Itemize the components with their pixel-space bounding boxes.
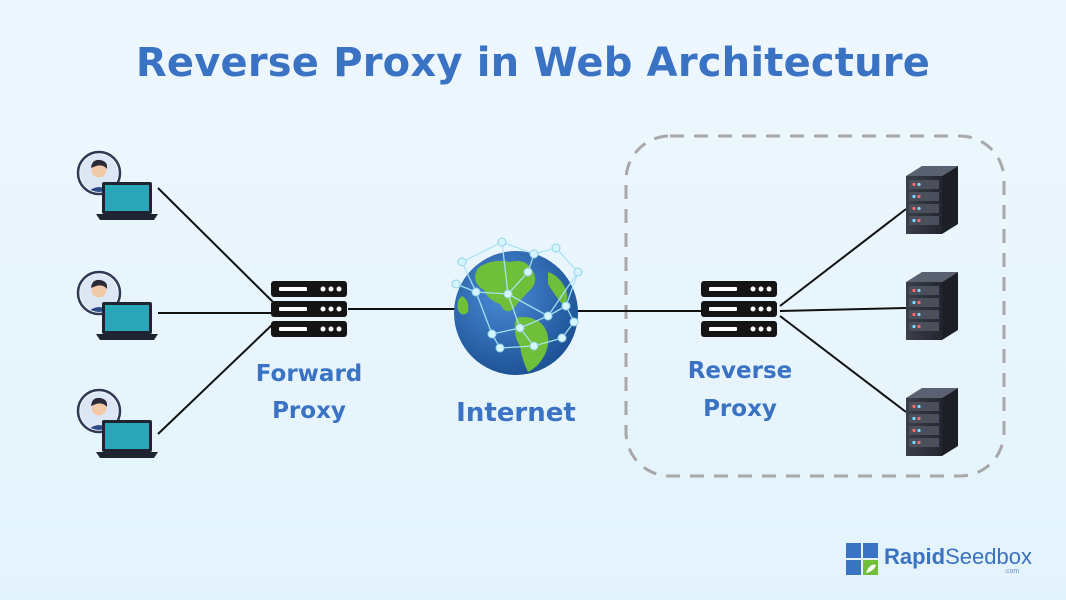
connection-lines xyxy=(157,187,907,435)
brand-logo-text: RapidSeedbox xyxy=(884,544,1032,570)
client-2 xyxy=(76,270,158,340)
forward-proxy-label-line2: Proxy xyxy=(272,398,346,424)
line-reverse-server2 xyxy=(779,307,907,312)
laptop-icon xyxy=(96,182,158,220)
brand-word-b: Seedbox xyxy=(945,544,1032,569)
reverse-proxy-zone xyxy=(624,134,1006,478)
client-3 xyxy=(76,388,158,458)
diagram-title: Reverse Proxy in Web Architecture xyxy=(135,40,931,86)
forward-proxy-server-stack-icon xyxy=(271,281,347,337)
reverse-proxy-label-line1: Reverse xyxy=(688,358,793,384)
line-client3-forward xyxy=(157,323,274,435)
backend-server-3-rack-icon xyxy=(906,388,958,456)
backend-server-1-rack-icon xyxy=(906,166,958,234)
globe-network-icon xyxy=(451,237,583,375)
line-reverse-server1 xyxy=(779,208,907,307)
line-reverse-server3 xyxy=(779,315,907,413)
brand-suffix: .com xyxy=(1004,568,1020,575)
laptop-icon xyxy=(96,420,158,458)
brand-word-a: Rapid xyxy=(884,544,946,569)
internet-label: Internet xyxy=(456,398,576,428)
rapidseedbox-logo-icon xyxy=(846,543,878,575)
reverse-proxy-server-stack-icon xyxy=(701,281,777,337)
forward-proxy-label-line1: Forward xyxy=(256,361,363,387)
reverse-proxy-label-line2: Proxy xyxy=(703,396,777,422)
laptop-icon xyxy=(96,302,158,340)
client-1 xyxy=(76,150,158,220)
line-client1-forward xyxy=(157,187,274,303)
backend-server-2-rack-icon xyxy=(906,272,958,340)
